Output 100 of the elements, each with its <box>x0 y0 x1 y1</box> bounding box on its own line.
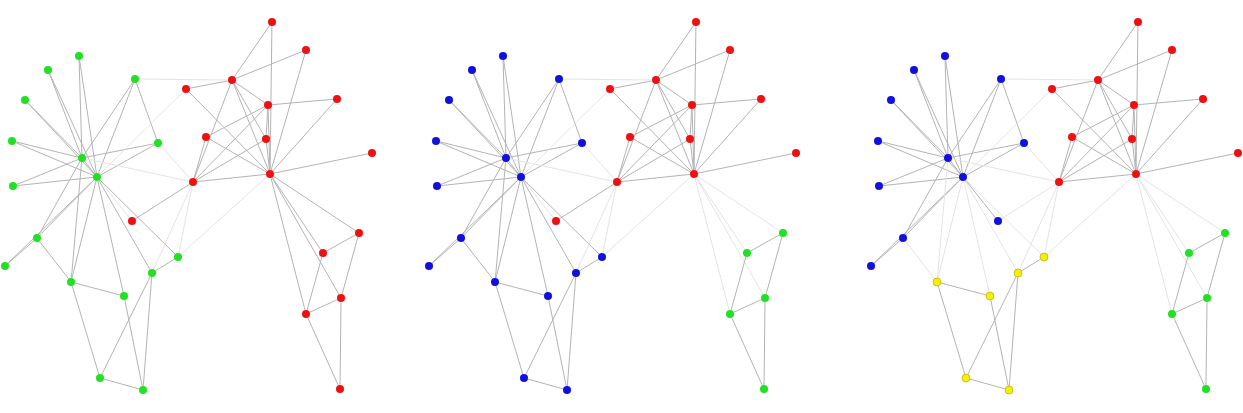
graph-edge <box>440 159 503 185</box>
graph-edge <box>695 177 764 295</box>
graph-edge <box>273 153 369 174</box>
graph-edge <box>1026 145 1057 180</box>
graph-edge <box>523 179 554 219</box>
graph-edge <box>189 80 229 89</box>
graph-node <box>502 154 510 162</box>
graph-edge <box>1008 276 1019 387</box>
graph-edge <box>965 91 1050 175</box>
graph-edge <box>617 83 656 179</box>
graph-node <box>120 292 128 300</box>
graph-edge <box>936 161 949 279</box>
graph-edge <box>619 107 690 180</box>
graph-edge <box>937 180 963 279</box>
graph-node <box>761 294 769 302</box>
graph-edge <box>27 102 95 175</box>
graph-edge <box>124 299 143 387</box>
graph-node <box>959 173 967 181</box>
graph-edge <box>135 82 158 140</box>
graph-edge <box>882 176 960 187</box>
graph-edge <box>15 142 94 176</box>
graph-node <box>1168 46 1176 54</box>
graph-node <box>228 76 236 84</box>
graph-edge <box>341 236 359 295</box>
graph-edge <box>463 179 519 236</box>
graph-edge <box>969 378 1006 390</box>
graph-node <box>686 135 694 143</box>
graph-node <box>128 217 136 225</box>
graph-edge <box>694 53 730 171</box>
graph-node <box>552 217 560 225</box>
graph-edge <box>195 107 266 180</box>
graph-node <box>726 310 734 318</box>
graph-node <box>779 229 787 237</box>
graph-edge <box>272 101 335 172</box>
graph-node <box>491 278 499 286</box>
graph-edge <box>1020 258 1042 272</box>
graph-edge <box>1132 142 1136 171</box>
graph-edge <box>602 185 617 254</box>
graph-edge <box>914 73 948 155</box>
graph-edge <box>439 141 503 158</box>
graph-node <box>1132 170 1140 178</box>
graph-edge <box>1099 24 1137 78</box>
graph-edge <box>498 282 545 296</box>
graph-edge <box>893 102 961 175</box>
graph-edge <box>944 59 949 155</box>
graph-edge <box>765 236 783 295</box>
graph-node <box>499 52 507 60</box>
graph-node <box>690 170 698 178</box>
graph-edge <box>1175 299 1204 313</box>
graph-edge <box>1138 101 1201 172</box>
graph-node <box>1185 249 1193 257</box>
graph-edge <box>267 108 271 171</box>
graph-edge <box>48 73 82 155</box>
graph-edge <box>1000 183 1057 220</box>
graph-edge <box>1205 301 1208 386</box>
graph-edge <box>521 82 559 174</box>
graph-node <box>598 253 606 261</box>
graph-edge <box>1137 176 1188 251</box>
graph-edge <box>1099 83 1131 136</box>
graph-node <box>1203 294 1211 302</box>
graph-edge <box>613 80 653 89</box>
graph-node <box>563 386 571 394</box>
graph-edge <box>548 299 567 387</box>
graph-edge <box>1059 83 1098 179</box>
graph-node <box>757 95 765 103</box>
graph-node <box>182 85 190 93</box>
graph-node <box>1 262 9 270</box>
graph-node <box>75 52 83 60</box>
graph-edge <box>1137 177 1206 295</box>
graph-node <box>578 139 586 147</box>
graph-edge <box>620 173 691 183</box>
graph-edge <box>733 299 762 313</box>
graph-edge <box>525 276 575 375</box>
graph-edge <box>963 82 1001 174</box>
graph-edge <box>99 91 184 175</box>
graph-edge <box>990 299 1009 387</box>
graph-edge <box>584 145 615 180</box>
graph-edge <box>70 161 83 279</box>
graph-edge <box>180 176 268 255</box>
graph-node <box>1048 85 1056 93</box>
graph-node <box>1134 18 1142 26</box>
graph-edge <box>154 258 176 272</box>
graph-node <box>1020 139 1028 147</box>
graph-edge <box>188 91 268 172</box>
graph-edge <box>101 276 151 375</box>
graph-edge <box>604 176 692 255</box>
graph-node <box>555 75 563 83</box>
graph-edge <box>690 142 694 171</box>
graph-edge <box>196 173 267 183</box>
graph-node <box>433 182 441 190</box>
graph-edge <box>696 175 781 232</box>
graph-edge <box>473 73 520 174</box>
graph-node <box>867 262 875 270</box>
graph-edge <box>657 83 689 136</box>
graph-edge <box>633 138 691 173</box>
graph-edge <box>578 258 600 272</box>
graph-edge <box>1044 185 1059 254</box>
graph-edge <box>695 176 746 251</box>
graph-edge <box>524 144 579 176</box>
graph-edge <box>521 180 548 293</box>
